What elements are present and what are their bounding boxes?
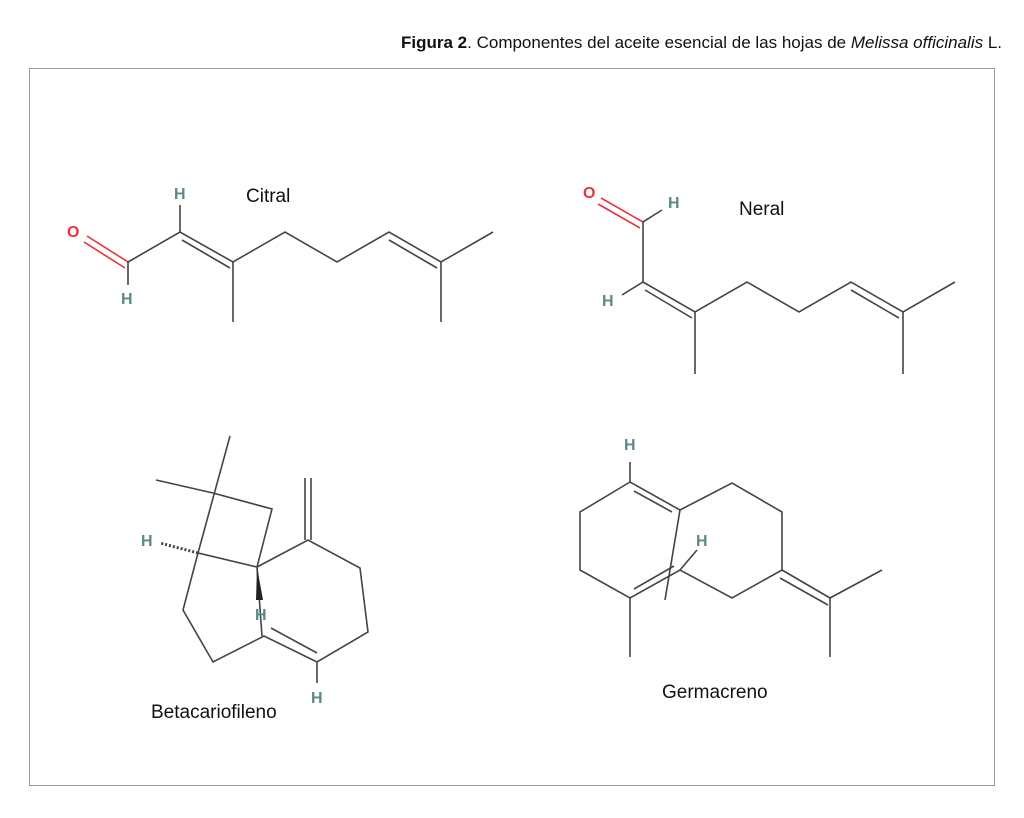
citral-label: Citral xyxy=(246,186,290,207)
neral-label: Neral xyxy=(739,199,784,220)
hydrogen-atom: H xyxy=(255,607,267,624)
betacariofileno-structure: H H H Betacariofileno xyxy=(141,435,369,723)
hydrogen-atom: H xyxy=(121,291,133,308)
neral-structure: O H H Neral xyxy=(583,185,956,374)
hydrogen-atom: H xyxy=(696,533,708,550)
hydrogen-atom: H xyxy=(174,186,186,203)
figure-caption: Figura 2. Componentes del aceite esencia… xyxy=(401,33,1002,52)
oxygen-atom: O xyxy=(583,185,595,202)
citral-structure: O H H Citral xyxy=(67,186,494,322)
hydrogen-atom: H xyxy=(668,195,680,212)
germacreno-label: Germacreno xyxy=(662,682,768,703)
oxygen-atom: O xyxy=(67,224,79,241)
hydrogen-atom: H xyxy=(602,293,614,310)
hydrogen-atom: H xyxy=(624,437,636,454)
figure-frame xyxy=(29,68,995,786)
hydrogen-atom: H xyxy=(311,690,323,707)
hydrogen-atom: H xyxy=(141,533,153,550)
germacreno-structure: H H Germacreno xyxy=(579,437,883,703)
betacariofileno-label: Betacariofileno xyxy=(151,702,277,723)
